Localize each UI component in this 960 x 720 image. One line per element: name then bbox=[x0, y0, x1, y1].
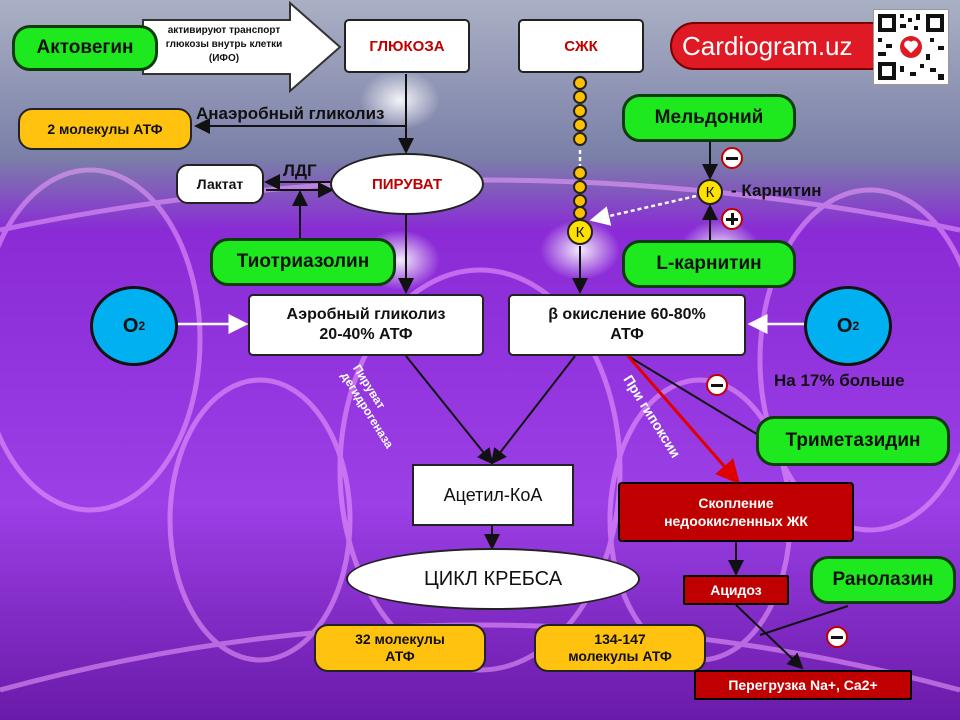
fatty-acid-bead bbox=[573, 104, 587, 118]
atp-134-box: 134-147 молекулы АТФ bbox=[534, 624, 706, 672]
brand-badge: Cardiogram.uz bbox=[670, 22, 882, 70]
more-17-label: На 17% больше bbox=[774, 371, 905, 390]
fatty-acid-bead bbox=[573, 206, 587, 220]
lactate-box: Лактат bbox=[176, 164, 264, 204]
krebs-cycle-ellipse: ЦИКЛ КРЕБСА bbox=[346, 548, 640, 610]
carnitine-label: - Карнитин bbox=[731, 181, 822, 200]
ranolazine-box: Ранолазин bbox=[810, 556, 956, 604]
ldh-label: ЛДГ bbox=[283, 161, 317, 180]
qr-code-icon bbox=[873, 9, 949, 85]
fatty-acid-bead bbox=[573, 132, 587, 146]
acetyl-coa-box: Ацетил-КоА bbox=[412, 464, 574, 526]
accumulation-box: Скопление недоокисленных ЖК bbox=[618, 482, 854, 542]
brand-text: Cardiogram.uz bbox=[682, 30, 853, 61]
pyruvate-ellipse: ПИРУВАТ bbox=[330, 153, 484, 215]
plus-sign-icon bbox=[721, 208, 743, 230]
carnitine-node-right: К bbox=[697, 179, 723, 205]
minus-sign-icon bbox=[826, 626, 848, 648]
atp-32-box: 32 молекулы АТФ bbox=[314, 624, 486, 672]
acidosis-box: Ацидоз bbox=[683, 575, 789, 605]
anaerobic-label: Анаэробный гликолиз bbox=[196, 104, 385, 123]
l-carnitine-box: L-карнитин bbox=[622, 240, 796, 288]
actovegin-box: Актовегин bbox=[12, 25, 158, 71]
aerobic-glycolysis-box: Аэробный гликолиз 20-40% АТФ bbox=[248, 294, 484, 356]
fatty-acid-bead bbox=[573, 118, 587, 132]
heart-logo-icon bbox=[904, 40, 918, 53]
atp-2-box: 2 молекулы АТФ bbox=[18, 108, 192, 150]
trimetazidine-box: Триметазидин bbox=[756, 416, 950, 466]
ffa-box: СЖК bbox=[518, 19, 644, 73]
minus-sign-icon bbox=[721, 147, 743, 169]
overload-box: Перегрузка Na+, Ca2+ bbox=[694, 670, 912, 700]
fatty-acid-bead bbox=[573, 76, 587, 90]
glucose-box: ГЛЮКОЗА bbox=[344, 19, 470, 73]
minus-sign-icon bbox=[706, 374, 728, 396]
beta-oxidation-box: β окисление 60-80% АТФ bbox=[508, 294, 746, 356]
transport-note: активируют транспорт глюкозы внутрь клет… bbox=[165, 25, 283, 64]
carnitine-node-left: К bbox=[567, 219, 593, 245]
fatty-acid-bead bbox=[573, 90, 587, 104]
fatty-acid-bead bbox=[573, 180, 587, 194]
thiotriazoline-box: Тиотриазолин bbox=[210, 238, 396, 286]
meldonium-box: Мельдоний bbox=[622, 94, 796, 142]
transport-arrow bbox=[142, 0, 342, 94]
fatty-acid-bead bbox=[573, 166, 587, 180]
